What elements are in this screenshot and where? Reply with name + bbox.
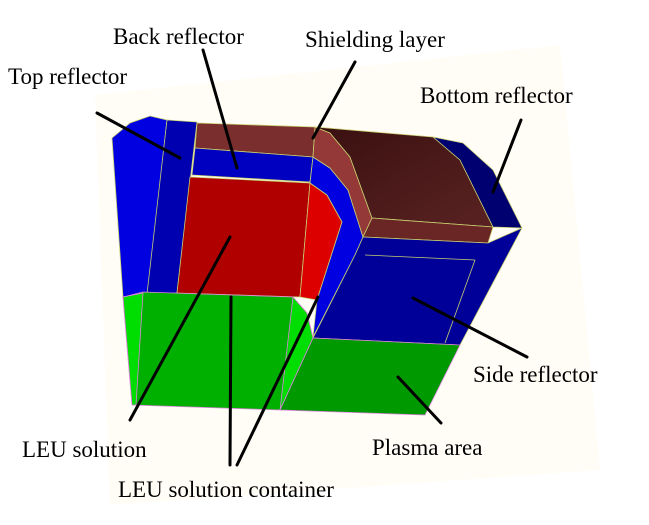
leader-plasma-area: [396, 375, 443, 425]
leader-shielding-layer: [311, 60, 357, 140]
label-side-reflector: Side reflector: [473, 362, 598, 387]
label-bottom-reflector: Bottom reflector: [420, 83, 573, 108]
label-leu-solution: LEU solution: [22, 437, 147, 462]
leu-solution-front: [176, 176, 311, 298]
label-back-reflector: Back reflector: [113, 24, 244, 49]
label-top-reflector: Top reflector: [8, 64, 128, 89]
label-shielding-layer: Shielding layer: [305, 27, 445, 52]
green-left-light: [122, 292, 144, 406]
leader-leu-container-2: [235, 295, 320, 467]
leader-back-reflector: [201, 48, 239, 170]
leader-leu-solution: [128, 235, 232, 422]
label-plasma-area: Plasma area: [372, 435, 483, 460]
label-leu-solution-container: LEU solution container: [118, 477, 334, 502]
leader-side-reflector: [411, 296, 529, 359]
leader-top-reflector: [95, 111, 182, 160]
leader-bottom-reflector: [491, 118, 523, 194]
side-reflector-seam: [364, 254, 476, 261]
leader-leu-container-1: [228, 295, 233, 467]
side-reflector-seam: [444, 259, 476, 344]
